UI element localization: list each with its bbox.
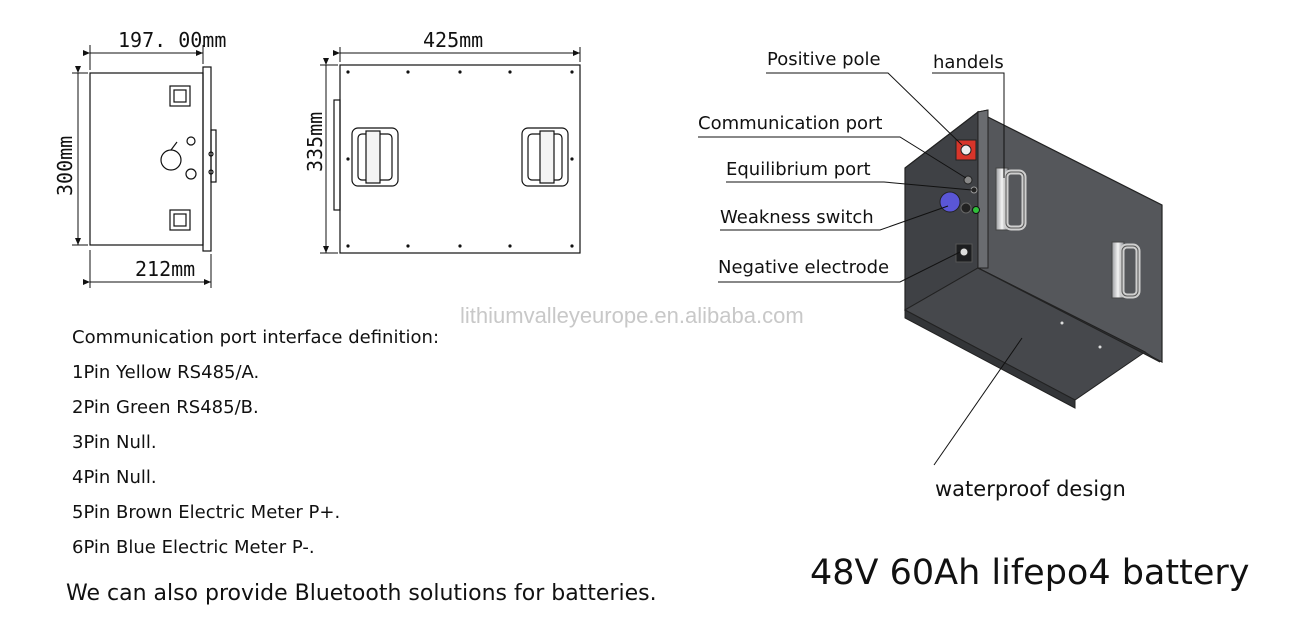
front-view-drawing bbox=[89, 66, 217, 252]
side-width-dimension: 425mm bbox=[423, 28, 483, 52]
side-view-screws bbox=[346, 70, 574, 248]
handle-rear bbox=[1111, 241, 1141, 299]
front-view-dimension-lines bbox=[72, 45, 212, 288]
front-depth-dimension: 212mm bbox=[135, 257, 195, 281]
watermark-text: lithiumvalleyeurope.en.alibaba.com bbox=[460, 303, 804, 328]
callout-equilibrium-port: Equilibrium port bbox=[726, 159, 871, 180]
negative-electrode-terminal bbox=[955, 243, 973, 263]
battery-3d-illustration bbox=[903, 109, 1163, 409]
pin-item: 1Pin Yellow RS485/A. bbox=[72, 362, 260, 383]
callout-handles: handels bbox=[933, 52, 1004, 73]
callout-waterproof-design: waterproof design bbox=[935, 477, 1126, 501]
product-title: 48V 60Ah lifepo4 battery bbox=[810, 553, 1250, 593]
pin-item: 4Pin Null. bbox=[72, 467, 157, 488]
callout-positive-pole: Positive pole bbox=[767, 49, 881, 70]
pin-item: 5Pin Brown Electric Meter P+. bbox=[72, 502, 341, 523]
callout-weakness-switch: Weakness switch bbox=[720, 207, 874, 228]
handle-front bbox=[995, 167, 1027, 231]
front-width-dimension: 197. 00mm bbox=[118, 28, 226, 52]
interface-heading: Communication port interface definition: bbox=[72, 327, 440, 348]
side-view-drawing bbox=[333, 64, 581, 254]
positive-pole-terminal bbox=[955, 139, 977, 161]
bluetooth-note: We can also provide Bluetooth solutions … bbox=[66, 581, 657, 606]
side-height-dimension: 335mm bbox=[303, 112, 327, 172]
pin-item: 3Pin Null. bbox=[72, 432, 157, 453]
pin-item: 2Pin Green RS485/B. bbox=[72, 397, 259, 418]
callout-negative-electrode: Negative electrode bbox=[718, 257, 889, 278]
front-height-dimension: 300mm bbox=[53, 136, 77, 196]
callout-leader-lines bbox=[698, 72, 1023, 466]
side-view-dimension-lines bbox=[320, 47, 581, 254]
callout-communication-port: Communication port bbox=[698, 113, 883, 134]
pin-item: 6Pin Blue Electric Meter P-. bbox=[72, 537, 315, 558]
pin-definition-list: 1Pin Yellow RS485/A. 2Pin Green RS485/B.… bbox=[72, 355, 340, 565]
